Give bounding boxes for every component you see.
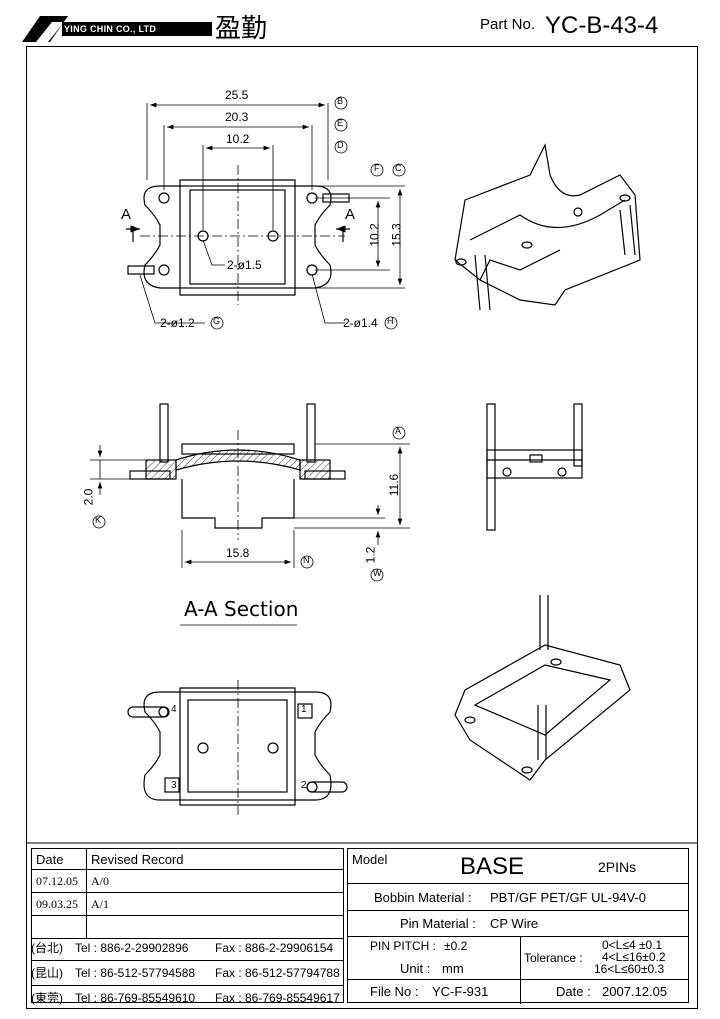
ref-a: A <box>395 426 402 436</box>
revision-table: Date Revised Record 07.12.05 A/0 09.03.2… <box>31 848 344 939</box>
hole-callout-1-2: 2-ø1.2 <box>160 316 195 330</box>
divider <box>520 936 521 1004</box>
tolerance-row-2: 4<L≤16±0.2 <box>602 950 666 964</box>
col-revised-record: Revised Record <box>86 848 344 870</box>
ref-f: F <box>374 163 380 173</box>
date-value: 2007.12.05 <box>602 984 668 999</box>
contact-row: (昆山) Tel : 86-512-57794588 Fax : 86-512-… <box>31 961 344 986</box>
pin-material-label: Pin Material : <box>400 916 476 931</box>
file-value: YC-F-931 <box>432 984 489 999</box>
pitch-value: ±0.2 <box>444 939 468 953</box>
dim-25-5: 25.5 <box>225 88 249 102</box>
ref-w: W <box>373 568 382 578</box>
contact-fax: Fax : 886-2-29906154 <box>215 941 334 955</box>
contact-fax: Fax : 86-769-85549617 <box>215 991 340 1005</box>
part-no-label: Part No. <box>480 16 536 33</box>
dim-10-2-horizontal: 10.2 <box>226 132 250 146</box>
pin-label-2: 2 <box>301 780 307 791</box>
section-mark-left: A <box>121 206 132 223</box>
revision-date <box>31 915 87 939</box>
contact-row: (台北) Tel : 886-2-29902896 Fax : 886-2-29… <box>31 936 344 961</box>
section-mark-right: A <box>345 206 356 223</box>
pin-label-1: 1 <box>301 704 307 715</box>
dim-11-6: 11.6 <box>387 473 402 497</box>
contact-city: (東莞) <box>31 991 63 1005</box>
part-no-value: YC-B-43-4 <box>545 12 659 39</box>
divider <box>348 910 688 911</box>
contact-tel: Tel : 86-769-85549610 <box>75 991 196 1005</box>
contact-fax: Fax : 86-512-57794788 <box>215 966 340 980</box>
col-date: Date <box>31 848 87 870</box>
date-label: Date : <box>556 984 591 999</box>
divider <box>348 979 688 980</box>
tolerance-row-3: 16<L≤60±0.3 <box>594 962 665 976</box>
contact-row: (東莞) Tel : 86-769-85549610 Fax : 86-769-… <box>31 986 344 1010</box>
side-view <box>486 403 583 531</box>
contact-city: (昆山) <box>31 966 63 980</box>
pin-count: 2PINs <box>598 859 637 875</box>
ref-g: G <box>213 316 221 326</box>
revision-row: 09.03.25 A/1 <box>31 892 344 916</box>
dim-10-2-vertical: 10.2 <box>367 223 382 247</box>
unit-label: Unit : <box>400 961 431 976</box>
revision-record: A/1 <box>86 892 344 916</box>
drawing-sheet <box>26 46 698 1009</box>
divider <box>348 936 688 937</box>
ref-c: C <box>395 163 402 173</box>
company-logo <box>22 12 212 46</box>
revision-row <box>31 915 344 939</box>
dim-15-3: 15.3 <box>389 223 404 247</box>
contact-list: (台北) Tel : 886-2-29902896 Fax : 886-2-29… <box>31 936 344 1010</box>
model-label: Model <box>352 852 388 867</box>
ref-e: E <box>337 118 344 128</box>
bottom-view <box>127 680 348 815</box>
revision-header-row: Date Revised Record <box>31 848 344 870</box>
section-view <box>90 403 410 626</box>
logo-mark <box>22 16 212 42</box>
isometric-view-top <box>454 143 641 311</box>
hole-callout-1-4: 2-ø1.4 <box>343 316 378 330</box>
pitch-label: PIN PITCH : <box>370 939 437 953</box>
divider <box>348 883 688 884</box>
revision-record <box>86 915 344 939</box>
tolerance-row-1: 0<L≤4 ±0.1 <box>602 938 663 952</box>
ref-h: H <box>387 316 394 326</box>
revision-row: 07.12.05 A/0 <box>31 869 344 893</box>
company-name: YING CHIN CO., LTD <box>64 24 157 34</box>
top-view <box>126 96 406 330</box>
pin-label-3: 3 <box>171 780 177 791</box>
ref-k: K <box>95 515 102 525</box>
revision-record: A/0 <box>86 869 344 893</box>
ref-n: N <box>303 555 310 565</box>
isometric-view-bottom <box>454 595 631 781</box>
dim-15-8: 15.8 <box>226 546 250 560</box>
tolerance-label: Tolerance : <box>524 951 583 965</box>
bobbin-label: Bobbin Material : <box>374 890 472 905</box>
contact-tel: Tel : 86-512-57794588 <box>75 966 196 980</box>
ref-b: B <box>337 96 344 106</box>
company-name-cn: 盈勤 <box>215 14 268 44</box>
bobbin-value: PBT/GF PET/GF UL-94V-0 <box>490 890 647 905</box>
file-label: File No : <box>370 984 419 999</box>
section-title: A-A Section <box>184 597 299 621</box>
model-value: BASE <box>460 853 525 880</box>
pin-material-value: CP Wire <box>490 916 539 931</box>
ref-d: D <box>337 140 344 150</box>
dim-2-0: 2.0 <box>81 488 96 506</box>
dim-1-2: 1.2 <box>363 546 378 564</box>
pin-label-4: 4 <box>171 704 177 715</box>
spec-block: Model BASE 2PINs Bobbin Material : PBT/G… <box>347 848 689 1004</box>
contact-city: (台北) <box>31 941 63 955</box>
hole-callout-1-5: 2-ø1.5 <box>227 258 262 272</box>
dim-20-3: 20.3 <box>225 110 249 124</box>
contact-tel: Tel : 886-2-29902896 <box>75 941 189 955</box>
revision-date: 09.03.25 <box>31 892 87 916</box>
unit-value: mm <box>442 961 464 976</box>
revision-date: 07.12.05 <box>31 869 87 893</box>
